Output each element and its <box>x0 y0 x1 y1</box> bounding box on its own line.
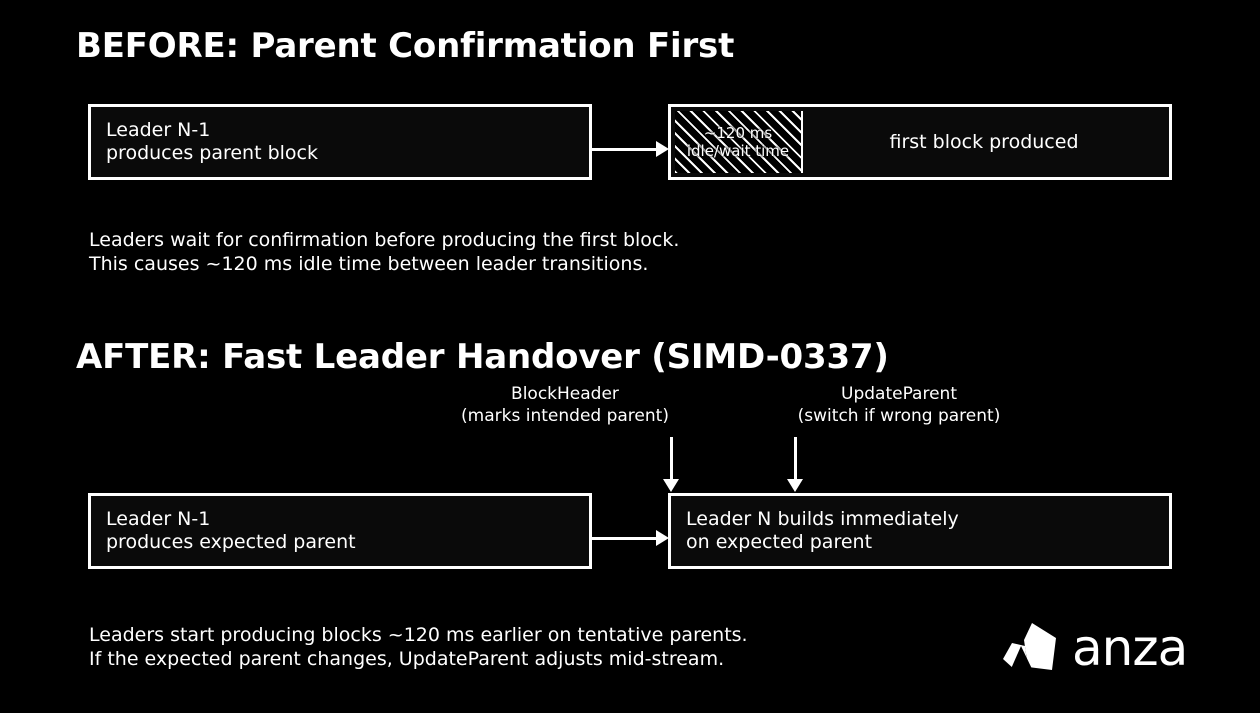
updateparent-down-arrow-line <box>793 437 797 479</box>
before-section-heading: BEFORE: Parent Confirmation First <box>76 26 735 66</box>
blockheader-down-arrow-line <box>669 437 673 479</box>
before-flow-arrow-head <box>656 141 669 157</box>
after-flow-arrow <box>592 530 669 546</box>
updateparent-callout-label: UpdateParent (switch if wrong parent) <box>797 384 1001 426</box>
before-wait-and-block-box: ~120 ms idle/wait time first block produ… <box>668 104 1172 180</box>
blockheader-down-arrow-head <box>663 479 679 492</box>
before-flow-arrow <box>592 141 669 157</box>
after-leader-n1-label: Leader N-1 produces expected parent <box>106 508 356 553</box>
before-caption: Leaders wait for confirmation before pro… <box>89 229 680 275</box>
after-caption: Leaders start producing blocks ~120 ms e… <box>89 624 748 670</box>
idle-wait-hatched-region: ~120 ms idle/wait time <box>675 111 801 173</box>
anza-logo-mark-icon <box>1003 623 1056 671</box>
blockheader-down-arrow <box>663 437 679 492</box>
after-leader-n-label: Leader N builds immediately on expected … <box>686 508 959 553</box>
after-section-heading: AFTER: Fast Leader Handover (SIMD-0337) <box>76 337 889 377</box>
after-leader-n-box-inner: Leader N builds immediately on expected … <box>674 499 1166 563</box>
after-leader-n1-box-inner: Leader N-1 produces expected parent <box>94 499 586 563</box>
after-leader-n1-box: Leader N-1 produces expected parent <box>88 493 592 569</box>
anza-logo: anza <box>1000 619 1188 677</box>
after-flow-arrow-head <box>656 530 669 546</box>
before-leader-n1-box-inner: Leader N-1 produces parent block <box>94 110 586 174</box>
blockheader-callout-label: BlockHeader (marks intended parent) <box>461 384 669 426</box>
first-block-produced-label: first block produced <box>889 131 1079 153</box>
before-leader-n1-box: Leader N-1 produces parent block <box>88 104 592 180</box>
updateparent-down-arrow <box>787 437 803 492</box>
hatch-divider <box>801 111 803 173</box>
after-leader-n-box: Leader N builds immediately on expected … <box>668 493 1172 569</box>
updateparent-down-arrow-head <box>787 479 803 492</box>
anza-wordmark: anza <box>1072 619 1188 677</box>
before-flow-arrow-line <box>592 147 656 151</box>
idle-wait-label: ~120 ms idle/wait time <box>686 124 790 160</box>
after-flow-arrow-line <box>592 536 656 540</box>
before-wait-and-block-box-inner: ~120 ms idle/wait time first block produ… <box>674 110 1166 174</box>
before-leader-n1-label: Leader N-1 produces parent block <box>106 119 318 164</box>
